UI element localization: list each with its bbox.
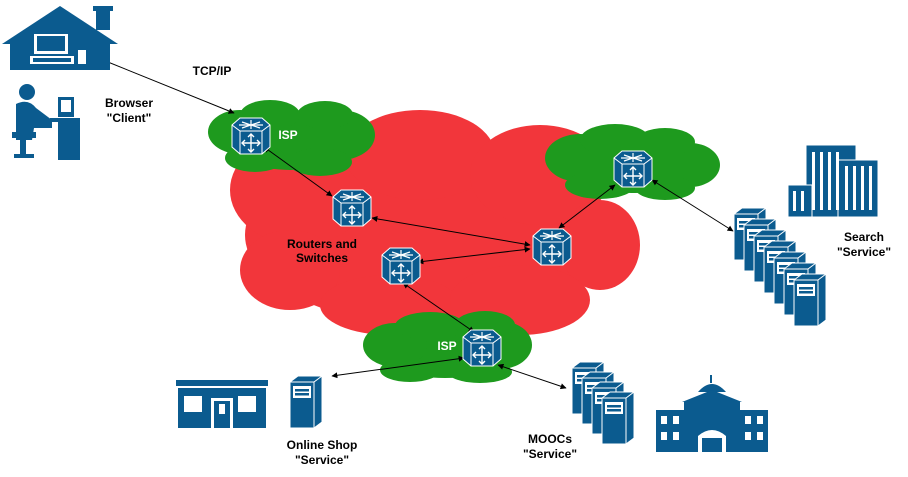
protocol-label: TCP/IP xyxy=(193,64,232,78)
moocs-label: MOOCs xyxy=(528,432,572,446)
shop-label: Online Shop xyxy=(287,438,358,452)
shop-service-label: "Service" xyxy=(295,453,349,467)
router-switch-icon xyxy=(381,247,421,285)
server-stack-icon xyxy=(733,207,827,327)
link-isp-moocs xyxy=(497,363,567,390)
house-computer-icon xyxy=(2,6,118,70)
router-switch-icon xyxy=(231,117,271,155)
link-isp-search xyxy=(651,179,734,232)
person-at-desk-icon xyxy=(12,84,80,160)
server-stack-icon xyxy=(571,361,635,445)
link-router-router xyxy=(371,215,531,248)
link-router2-router xyxy=(417,246,531,265)
routers-label-line2: Switches xyxy=(296,251,348,265)
browser-label: Browser xyxy=(105,96,153,110)
router-switch-icon xyxy=(462,329,502,367)
search-service-label: "Service" xyxy=(837,245,891,259)
isp-top-label: ISP xyxy=(278,128,297,142)
university-building-icon xyxy=(656,375,768,452)
search-label: Search xyxy=(844,230,884,244)
router-switch-icon xyxy=(332,189,372,227)
moocs-service-label: "Service" xyxy=(523,447,577,461)
router-switch-icon xyxy=(613,150,653,188)
routers-label-line1: Routers and xyxy=(287,237,357,251)
client-label: "Client" xyxy=(107,111,152,125)
connection-lines xyxy=(97,57,734,390)
storefront-icon xyxy=(176,380,268,428)
link-isp-router xyxy=(263,146,333,197)
link-router-isp-right xyxy=(558,184,616,229)
router-switch-icon xyxy=(532,228,572,266)
link-isp-shop xyxy=(331,355,465,379)
link-client-isp xyxy=(97,57,235,114)
isp-bottom-label: ISP xyxy=(437,339,456,353)
link-router-isp-bottom xyxy=(402,282,475,333)
office-building-icon xyxy=(787,144,879,218)
server-icon xyxy=(289,375,323,429)
